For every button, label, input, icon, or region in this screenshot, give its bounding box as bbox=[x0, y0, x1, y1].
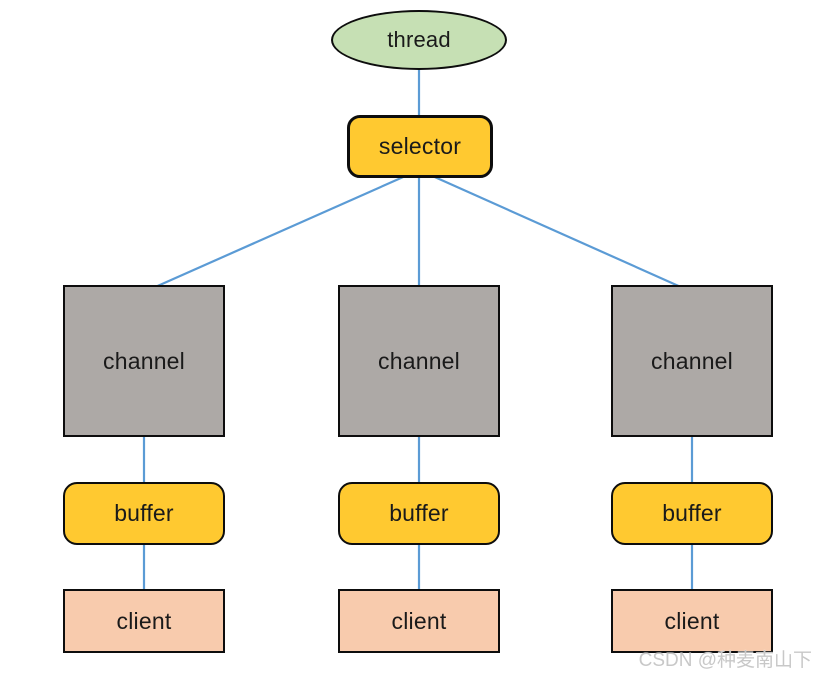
client-label: client bbox=[116, 607, 172, 634]
buffer-node-middle: buffer bbox=[338, 482, 500, 545]
thread-node: thread bbox=[331, 10, 507, 70]
buffer-label: buffer bbox=[114, 500, 174, 526]
selector-node: selector bbox=[347, 115, 493, 178]
buffer-label: buffer bbox=[389, 500, 449, 526]
channel-label: channel bbox=[651, 347, 733, 374]
channel-label: channel bbox=[378, 347, 460, 374]
channel-label: channel bbox=[103, 347, 185, 374]
client-label: client bbox=[391, 607, 447, 634]
buffer-label: buffer bbox=[662, 500, 722, 526]
client-node-left: client bbox=[63, 589, 225, 653]
client-node-middle: client bbox=[338, 589, 500, 653]
selector-label: selector bbox=[378, 133, 462, 159]
buffer-node-left: buffer bbox=[63, 482, 225, 545]
client-node-right: client bbox=[611, 589, 773, 653]
buffer-node-right: buffer bbox=[611, 482, 773, 545]
connector-selector-channel-left bbox=[143, 168, 420, 294]
thread-label: thread bbox=[387, 27, 451, 52]
client-label: client bbox=[664, 607, 720, 634]
channel-node-right: channel bbox=[611, 285, 773, 437]
connector-selector-channel-right bbox=[418, 168, 693, 294]
watermark-text: CSDN @种麦南山下 bbox=[638, 650, 812, 671]
channel-node-middle: channel bbox=[338, 285, 500, 437]
channel-node-left: channel bbox=[63, 285, 225, 437]
